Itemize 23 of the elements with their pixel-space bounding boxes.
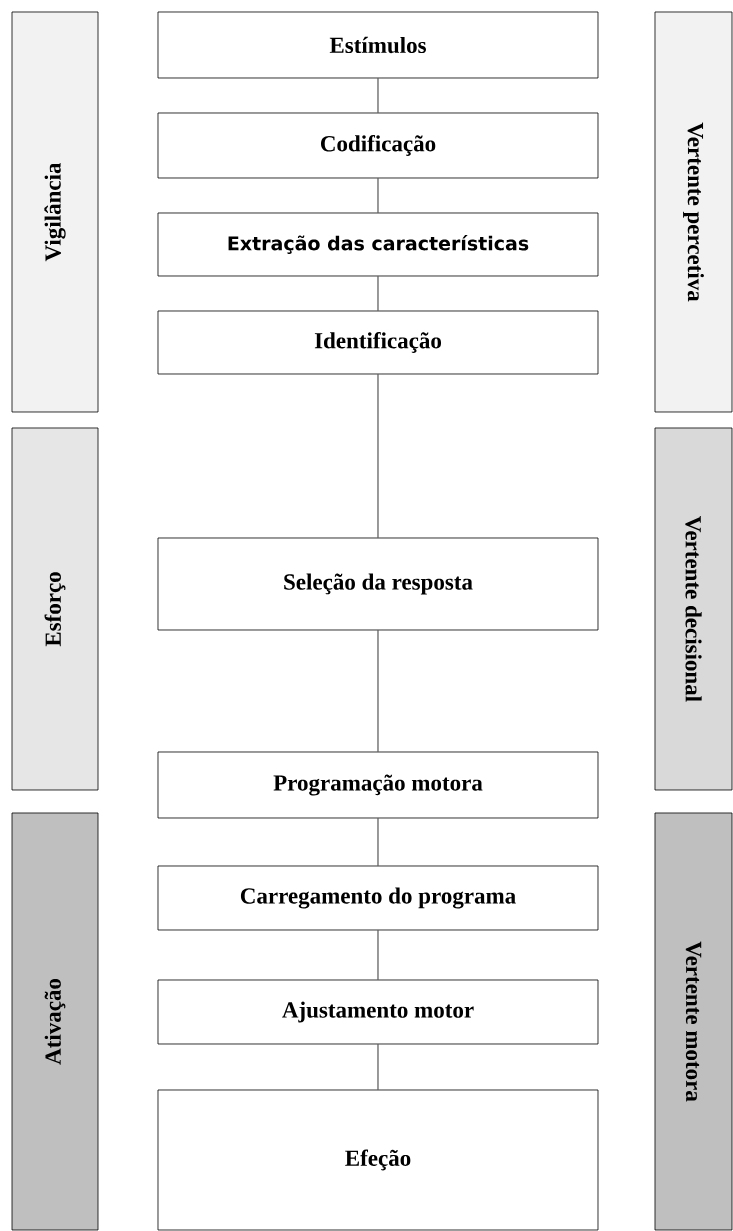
process-box: Estímulos xyxy=(157,11,599,79)
side-band: Ativação xyxy=(11,812,99,1231)
process-box: Seleção da resposta xyxy=(157,537,599,631)
process-box: Ajustamento motor xyxy=(157,979,599,1045)
process-box: Programação motora xyxy=(157,751,599,819)
process-box: Efeção xyxy=(157,1089,599,1231)
connector-line xyxy=(377,818,379,866)
connector-line xyxy=(377,178,379,213)
side-band: Vertente percetiva xyxy=(654,11,733,413)
process-box: Identificação xyxy=(157,310,599,375)
connector-line xyxy=(377,276,379,311)
side-band: Vertente decisional xyxy=(654,427,733,791)
connector-line xyxy=(377,1044,379,1090)
side-band: Vertente motora xyxy=(654,812,733,1231)
side-band: Vigilância xyxy=(11,11,99,413)
connector-line xyxy=(377,630,379,752)
process-box: Carregamento do programa xyxy=(157,865,599,931)
connector-line xyxy=(377,374,379,538)
connector-line xyxy=(377,930,379,980)
connector-line xyxy=(377,78,379,113)
process-box: Codificação xyxy=(157,112,599,179)
side-band: Esforço xyxy=(11,427,99,791)
process-box: Extração das características xyxy=(157,212,599,277)
